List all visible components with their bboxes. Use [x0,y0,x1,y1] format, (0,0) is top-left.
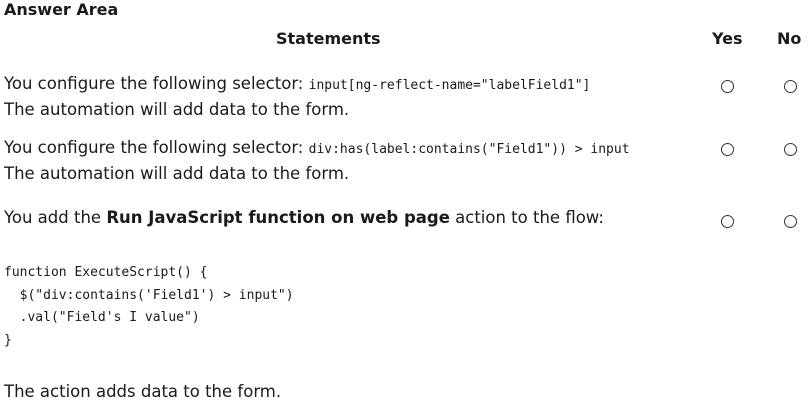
statement-2-yes-radio[interactable] [721,143,734,156]
statement-2-selector: div:has(label:contains("Field1")) > inpu… [308,142,630,157]
statement-3-yes-radio[interactable] [721,215,734,228]
statement-3-suffix: action to the flow: [449,208,604,227]
statement-3-line-1: You add the Run JavaScript function on w… [4,206,604,230]
statement-1-selector: input[ng-reflect-name="labelField1"] [308,78,591,93]
statement-2-prefix: You configure the following selector: [4,138,309,157]
statement-2-line-1: You configure the following selector: di… [4,136,630,162]
statement-1-line-1: You configure the following selector: in… [4,72,590,98]
answer-area-title: Answer Area [4,0,119,19]
statement-3: You add the Run JavaScript function on w… [4,206,604,230]
statement-3-prefix: You add the [4,208,107,227]
statement-2: You configure the following selector: di… [4,136,630,186]
statement-1-no-radio[interactable] [784,80,797,93]
statement-3-final-line: The action adds data to the form. [4,382,282,401]
statement-1-yes-radio[interactable] [721,80,734,93]
statement-1-line-2: The automation will add data to the form… [4,100,350,119]
statement-3-no-radio[interactable] [784,215,797,228]
yes-header: Yes [712,29,743,48]
statements-header: Statements [276,29,381,48]
statement-1: You configure the following selector: in… [4,72,590,122]
statement-1-prefix: You configure the following selector: [4,74,309,93]
code-line-1: function ExecuteScript() { [4,265,208,280]
code-line-3: .val("Field's I value") [4,310,200,325]
statement-2-no-radio[interactable] [784,143,797,156]
statement-3-action-name: Run JavaScript function on web page [106,208,450,227]
statement-3-code-block: function ExecuteScript() { $("div:contai… [4,262,294,352]
no-header: No [777,29,802,48]
statement-2-line-2: The automation will add data to the form… [4,164,350,183]
code-line-2: $("div:contains('Field1') > input") [4,287,294,303]
code-line-4: } [4,332,12,348]
